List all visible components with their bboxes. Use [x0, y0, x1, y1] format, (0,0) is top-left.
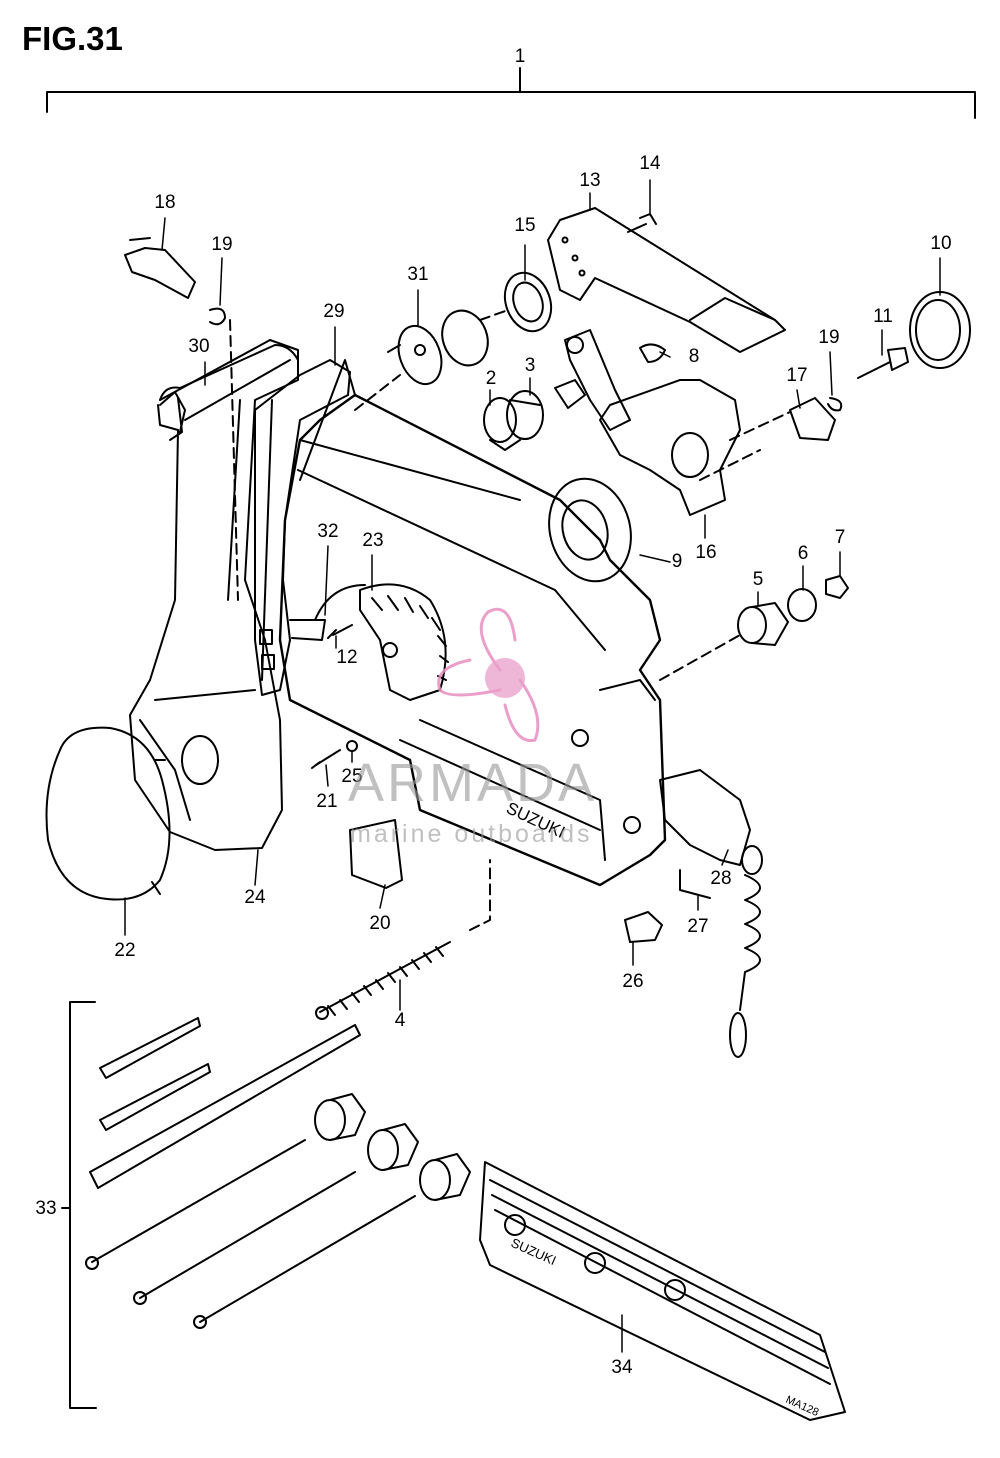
callout-34: 34	[611, 1357, 633, 1378]
callout-4: 4	[394, 1010, 406, 1031]
callout-8: 8	[688, 346, 700, 367]
callout-7: 7	[834, 527, 846, 548]
clip-19b	[827, 397, 843, 412]
link-arm	[554, 329, 741, 516]
callout-6: 6	[797, 543, 809, 564]
washer-9	[548, 477, 632, 583]
control-handle-arm	[129, 319, 299, 851]
callout-5: 5	[752, 569, 764, 590]
callout-19-left: 19	[211, 234, 233, 255]
bushing-31	[387, 324, 443, 386]
control-housing	[278, 359, 667, 887]
callout-26: 26	[622, 971, 644, 992]
callout-16: 16	[695, 542, 717, 563]
callout-33: 33	[35, 1198, 57, 1219]
dash-line-4	[469, 859, 491, 931]
callout-29: 29	[323, 301, 345, 322]
kit-bracket-33	[69, 1001, 97, 1409]
watermark-tagline: marine outboards	[350, 820, 593, 848]
figure-title: FIG.31	[22, 20, 123, 57]
dash-line-31	[354, 309, 509, 411]
callout-31: 31	[407, 264, 429, 285]
callout-14: 14	[639, 153, 661, 174]
ring-10	[909, 291, 971, 369]
stop-switch	[659, 769, 763, 899]
callout-3: 3	[524, 355, 536, 376]
nut-8	[639, 343, 666, 363]
callout-30: 30	[188, 336, 210, 357]
callout-12: 12	[336, 647, 358, 668]
damper-kit-2	[367, 1123, 419, 1171]
washer-31b	[441, 309, 489, 367]
callout-19-right: 19	[818, 327, 840, 348]
watermark-brand: ARMADA	[348, 753, 598, 813]
clip-19a	[209, 307, 226, 326]
callout-23: 23	[362, 530, 384, 551]
assembly-bracket-top	[46, 67, 976, 119]
callout-15: 15	[514, 215, 536, 236]
cam-gear	[314, 583, 449, 701]
screw-21	[311, 749, 341, 769]
screw-12	[327, 624, 353, 639]
callout-2: 2	[485, 368, 497, 389]
bolt-kit-3	[193, 1195, 416, 1329]
cable-tie-3	[89, 1024, 361, 1189]
damper-kit-3	[419, 1153, 471, 1201]
callout-13: 13	[579, 170, 601, 191]
cable-tie-1	[99, 1017, 201, 1079]
rod-32	[289, 619, 326, 641]
fitting-18	[124, 237, 196, 299]
callout-17: 17	[786, 365, 808, 386]
callout-24: 24	[244, 887, 266, 908]
washer-6	[787, 588, 817, 622]
callout-25: 25	[341, 766, 363, 787]
callout-11: 11	[873, 306, 893, 327]
clip-17	[789, 397, 836, 441]
spacer-3	[506, 390, 544, 440]
clip-26	[624, 911, 663, 943]
screw-14	[627, 213, 657, 233]
leader-lines	[124, 179, 941, 1353]
callout-20: 20	[369, 913, 391, 934]
collar-15	[503, 271, 553, 333]
callout-10: 10	[930, 233, 952, 254]
nameplate-34	[479, 1161, 846, 1421]
handle-cover	[45, 726, 171, 901]
watermark-logo-icon	[437, 607, 540, 743]
bolt-11	[857, 347, 909, 379]
callout-21: 21	[316, 791, 338, 812]
washer-25	[346, 740, 358, 752]
callout-22: 22	[114, 940, 136, 961]
callout-9: 9	[671, 551, 683, 572]
damper-kit-1	[314, 1093, 366, 1141]
bolt-kit-2	[133, 1171, 356, 1305]
callout-18: 18	[154, 192, 176, 213]
lanyard-coil	[729, 874, 761, 1058]
cable-tie-2	[99, 1063, 211, 1131]
callout-28: 28	[710, 868, 732, 889]
nut-7	[825, 575, 849, 599]
callout-27: 27	[687, 916, 709, 937]
lever-plate-13	[547, 207, 786, 353]
dash-line-10	[699, 411, 791, 481]
bolt-4	[315, 941, 451, 1020]
spacer-2	[483, 397, 521, 451]
lever-bracket	[254, 359, 351, 696]
callout-1: 1	[514, 46, 526, 67]
bolt-kit-1	[85, 1139, 306, 1270]
grip-sleeve	[159, 344, 299, 441]
damper-5	[737, 602, 789, 646]
plate-20	[349, 819, 403, 889]
dash-line-5	[659, 634, 741, 681]
callout-32: 32	[317, 521, 339, 542]
